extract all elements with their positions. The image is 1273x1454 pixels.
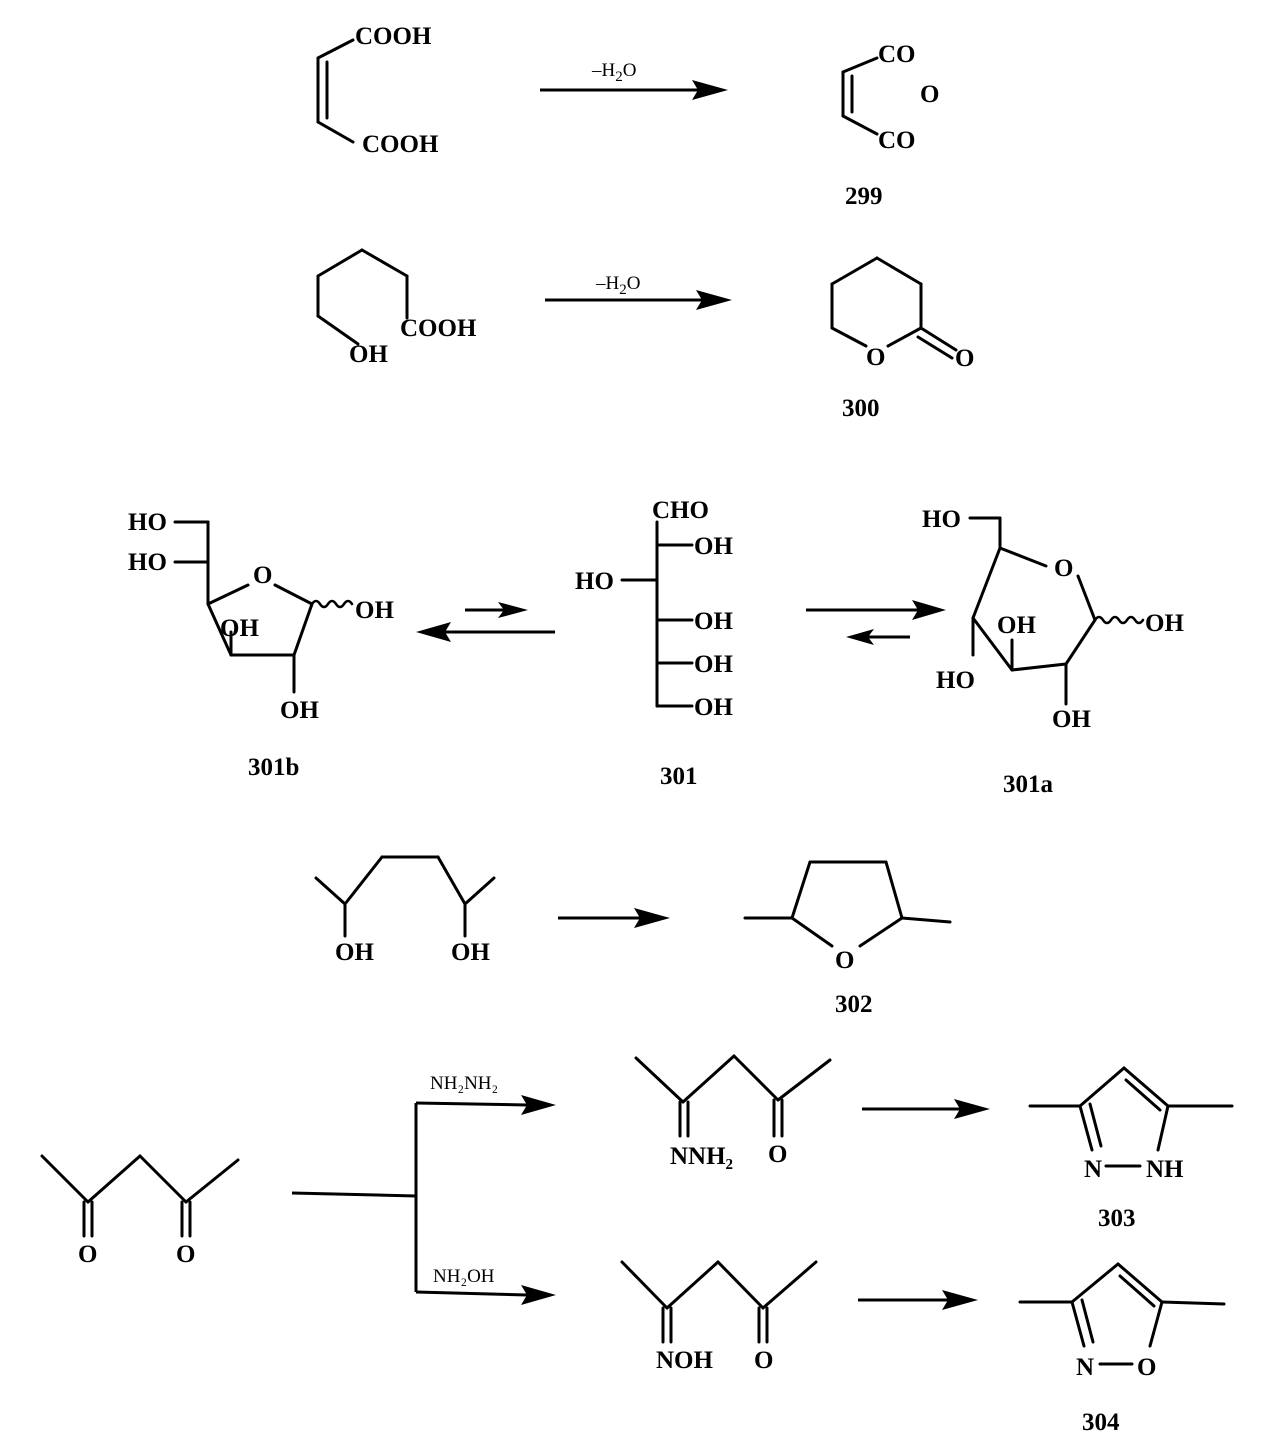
reaction-arrow-5a: [862, 1099, 990, 1119]
branching-arrow: NH₂NH₂ NH₂OH: [291, 1073, 556, 1305]
open-chain-glucose: CHO OH HO OH OH OH 301: [575, 497, 733, 790]
isoxazole-n: N: [1076, 1354, 1094, 1381]
reaction-arrow-1: –H2O: [540, 60, 728, 100]
hexanediol: OH OH: [314, 855, 496, 966]
reaction-arrow-5b: [858, 1290, 978, 1310]
reaction-arrow-2: –H2O: [545, 273, 732, 310]
hydrazone-nnh2: NNH₂: [670, 1143, 733, 1170]
compound-number-302: 302: [835, 991, 873, 1018]
anhydride-co-bottom: CO: [878, 127, 916, 154]
compound-number-301b: 301b: [248, 754, 299, 781]
svg-text:–H2O: –H2O: [591, 60, 636, 85]
equilibrium-arrows-right: [806, 600, 946, 645]
maleic-acid: COOH COOH: [316, 23, 439, 158]
hydroxy-acid-oh: OH: [349, 341, 388, 368]
hydrazone-carbonyl-o: O: [768, 1141, 787, 1168]
pyranose-structure: HO O OH OH HO OH 301a: [922, 506, 1184, 798]
furanose-ho-top: HO: [128, 509, 167, 536]
pyranose-ho-c4: HO: [936, 667, 975, 694]
open-chain-oh-c4: OH: [694, 608, 733, 635]
lactone-carbonyl-oxygen: O: [955, 345, 974, 372]
compound-number-301a: 301a: [1003, 771, 1054, 798]
equilibrium-arrows-left: [416, 602, 555, 642]
furanose-anomeric-oh: OH: [355, 597, 394, 624]
open-chain-oh-c2: OH: [694, 533, 733, 560]
oxime-intermediate: NOH O: [620, 1260, 818, 1374]
condition-text: –H: [591, 60, 616, 81]
hydroxy-acid-cooh: COOH: [400, 315, 477, 342]
pyranose-oh-c2: OH: [1052, 706, 1091, 733]
maleic-acid-bottom-cooh: COOH: [362, 131, 439, 158]
pyrazole-n: N: [1084, 1156, 1102, 1183]
dimethylisoxazole: N O 304: [1018, 1262, 1226, 1436]
acetylacetone-o-right: O: [176, 1241, 195, 1268]
pyranose-ring-oxygen: O: [1054, 555, 1073, 582]
thf-ring-oxygen: O: [835, 947, 854, 974]
open-chain-oh-c5: OH: [694, 651, 733, 678]
pyranose-ho-c6: HO: [922, 506, 961, 533]
anhydride-ring-oxygen: O: [920, 81, 939, 108]
furanose-oh-c2: OH: [280, 697, 319, 724]
furanose-ho-second: HO: [128, 549, 167, 576]
condition-text: –H: [595, 273, 620, 294]
hydrazone-intermediate: NNH₂ O: [634, 1054, 832, 1170]
acetylacetone-o-left: O: [78, 1241, 97, 1268]
condition-text: O: [627, 273, 641, 294]
dimethyl-tetrahydrofuran: O 302: [743, 860, 952, 1018]
compound-number-303: 303: [1098, 1205, 1136, 1232]
hydroxy-acid: COOH OH: [316, 248, 477, 368]
open-chain-oh-c6: OH: [694, 694, 733, 721]
furanose-structure: HO HO O OH OH OH 301b: [128, 509, 394, 781]
diol-oh-left: OH: [335, 939, 374, 966]
reagent-hydroxylamine: NH₂OH: [433, 1266, 495, 1287]
open-chain-cho: CHO: [652, 497, 709, 524]
compound-number-299: 299: [845, 183, 883, 210]
oxime-carbonyl-o: O: [754, 1347, 773, 1374]
oxime-noh: NOH: [656, 1347, 714, 1374]
anhydride-co-top: CO: [878, 41, 916, 68]
pyrazole-nh: NH: [1146, 1156, 1184, 1183]
reaction-arrow-4: [558, 908, 670, 928]
dimethylpyrazole: N NH 303: [1028, 1066, 1234, 1232]
condition-text: O: [623, 60, 637, 81]
condition-subscript: 2: [615, 69, 623, 85]
maleic-anhydride: CO O CO 299: [841, 41, 939, 210]
compound-number-300: 300: [842, 395, 880, 422]
valerolactone: O O 300: [830, 256, 974, 422]
reagent-hydrazine: NH₂NH₂: [430, 1073, 498, 1094]
isoxazole-o: O: [1137, 1354, 1156, 1381]
lactone-ring-oxygen: O: [866, 344, 885, 371]
open-chain-ho-c3: HO: [575, 568, 614, 595]
condition-subscript: 2: [619, 282, 627, 298]
compound-number-304: 304: [1082, 1409, 1120, 1436]
furanose-ring-oxygen: O: [253, 562, 272, 589]
diol-oh-right: OH: [451, 939, 490, 966]
furanose-oh-c3: OH: [220, 615, 259, 642]
compound-number-301: 301: [660, 763, 698, 790]
pyranose-anomeric-oh: OH: [1145, 610, 1184, 637]
acetylacetone: O O: [40, 1154, 240, 1268]
maleic-acid-top-cooh: COOH: [355, 23, 432, 50]
svg-text:–H2O: –H2O: [595, 273, 640, 298]
pyranose-oh-c3: OH: [997, 612, 1036, 639]
